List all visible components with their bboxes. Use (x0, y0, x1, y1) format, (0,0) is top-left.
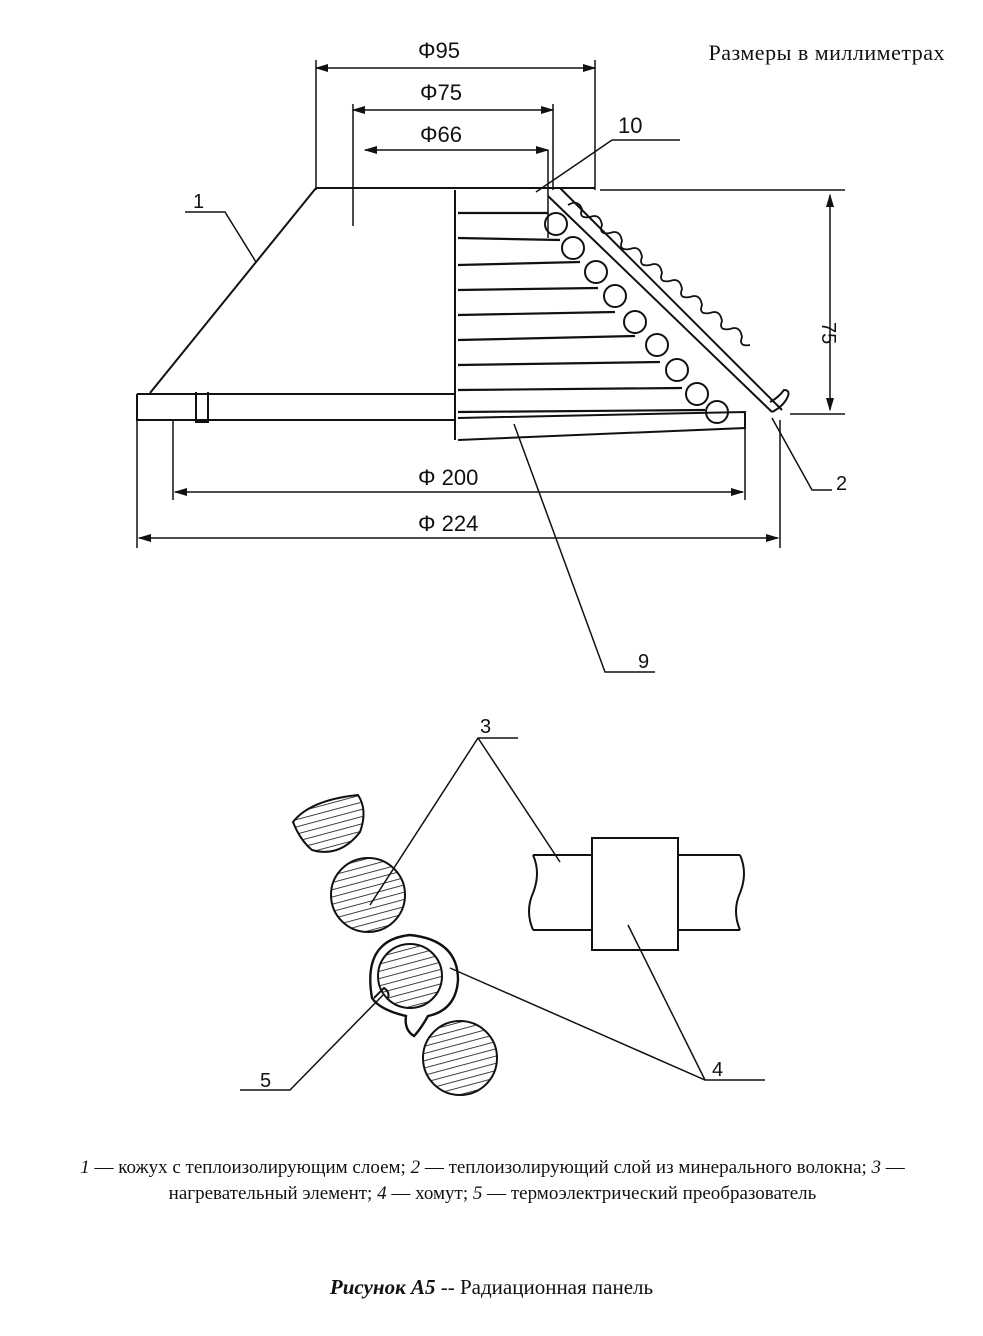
legend-text-5: термоэлектрический преобразователь (510, 1183, 817, 1204)
dim-label-h75: 75 (817, 322, 839, 344)
legend-num-5: 5 (472, 1183, 483, 1204)
caption-title: Радиационная панель (459, 1275, 654, 1299)
dim-label-75: Φ75 (420, 80, 462, 105)
legend-text-3: нагревательный элемент; (168, 1183, 373, 1204)
detail-view (291, 793, 745, 1096)
dim-label-224: Φ 224 (418, 511, 478, 536)
figure-legend: 1 — кожух с теплоизолирующим слоем; 2 — … (40, 1155, 945, 1207)
dim-label-66: Φ66 (420, 122, 462, 147)
callout-3: 3 (480, 716, 491, 738)
element-section-lower (422, 1020, 498, 1096)
base-flange (136, 392, 455, 423)
thermocouple-junction (373, 986, 390, 999)
dim-label-10: 10 (618, 113, 642, 138)
element-circles (544, 212, 729, 424)
legend-text-4: хомут; (415, 1183, 469, 1204)
caption-label: Рисунок А5 (329, 1275, 436, 1299)
legend-num-2: 2 (410, 1157, 421, 1178)
callout-1: 1 (193, 191, 204, 213)
legend-text-2: теплоизолирующий слой из минераль­ного в… (448, 1157, 867, 1178)
legend-sep-3: — (885, 1157, 905, 1178)
caption-sep: -- (440, 1275, 455, 1299)
element-side-view (528, 854, 745, 931)
insulation-coil (567, 201, 751, 347)
dimension-lines (136, 60, 845, 548)
legend-sep-1: — (94, 1157, 114, 1178)
clamp-hook (769, 388, 790, 413)
clamp-ring (369, 933, 460, 1038)
legend-sep-5: — (487, 1183, 507, 1204)
callout-4: 4 (712, 1059, 723, 1081)
legend-num-1: 1 (80, 1157, 90, 1178)
panel-section-view (136, 187, 790, 441)
detail-leaders (240, 737, 765, 1091)
figure-caption: Рисунок А5 -- Радиационная панель (0, 1275, 983, 1300)
element-section-partial (291, 793, 365, 853)
leader-lines (185, 211, 832, 673)
element-section-clamped (377, 943, 443, 1009)
callout-2: 2 (836, 473, 847, 495)
dim-label-95: Φ95 (418, 38, 460, 63)
legend-sep-4: — (391, 1183, 411, 1204)
callout-5: 5 (260, 1070, 271, 1092)
bottom-plate (457, 410, 746, 441)
legend-num-4: 4 (377, 1183, 387, 1204)
dim-label-200: Φ 200 (418, 465, 478, 490)
housing-slope-right (547, 187, 783, 413)
units-note: Размеры в миллиметрах (708, 40, 945, 65)
element-section-upper (330, 857, 406, 933)
callout-9: 9 (638, 651, 649, 673)
legend-text-1: кожух с теплоизолирующим слоем; (118, 1157, 406, 1178)
legend-sep-2: — (424, 1157, 444, 1178)
heating-element-bars (457, 211, 706, 414)
clamp-side-view (591, 837, 679, 951)
legend-num-3: 3 (871, 1157, 882, 1178)
